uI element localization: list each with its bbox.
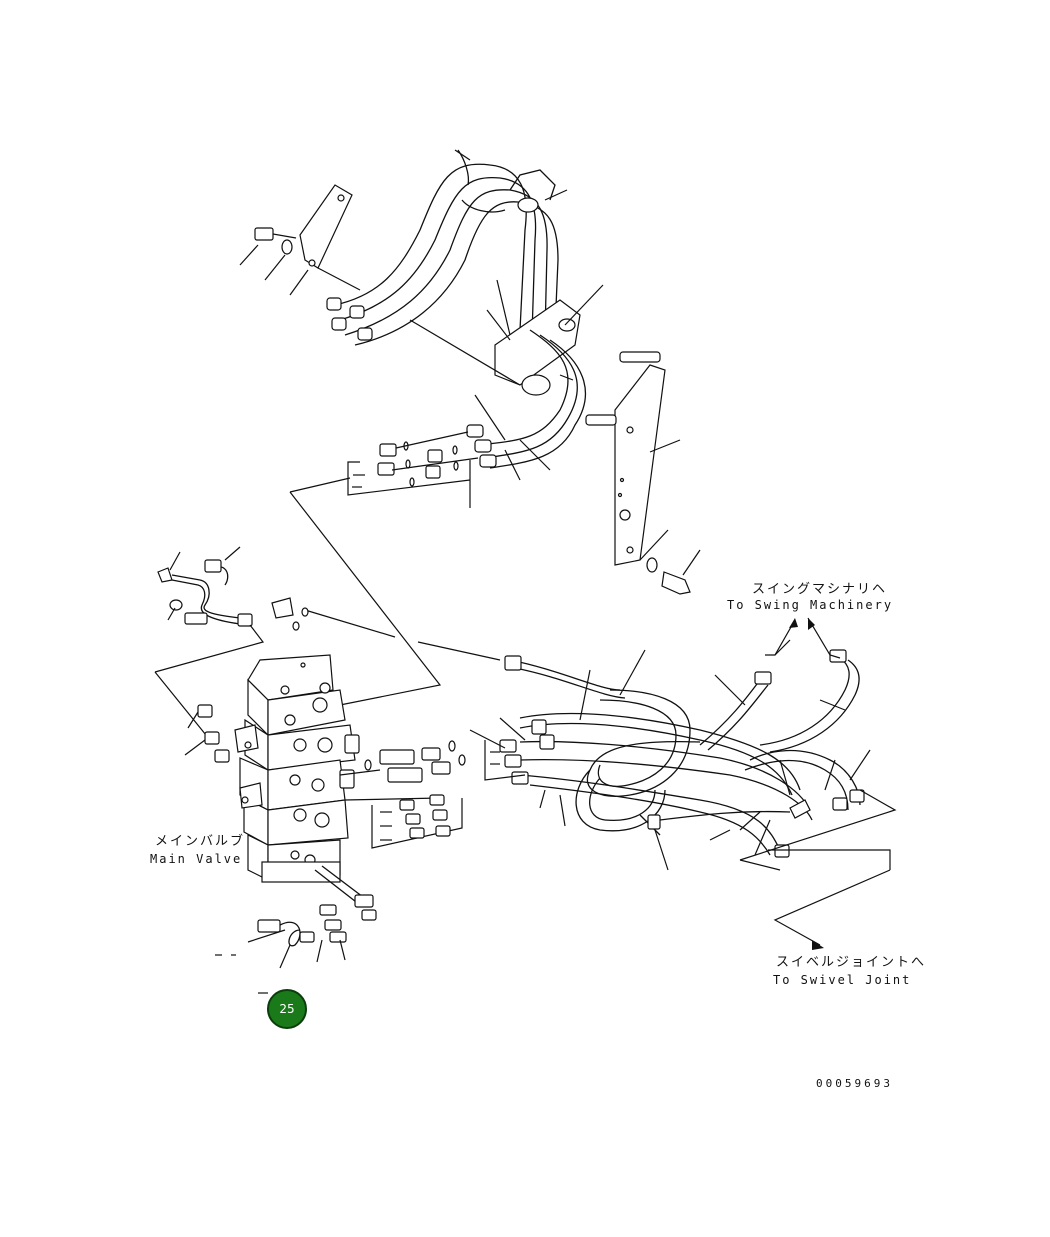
leader-lines [289,477,501,706]
main-valve-block [234,654,360,883]
top-left-bracket [239,184,361,296]
swing-machinery-label-jp: スイングマシナリヘ [752,582,888,597]
part-callout-number: 25 [279,1002,295,1016]
mid-fittings [347,394,551,508]
swivel-joint-label-en: To Swivel Joint [773,973,912,987]
valve-side-fittings [184,704,466,849]
central-bracket-plate [409,149,604,469]
right-vertical-bracket [585,351,701,595]
swivel-joint-label-jp: スイベルジョイントへ [776,955,927,970]
right-hose-assembly [499,649,865,858]
upper-hose-bundle [334,149,559,346]
main-valve-label-en: Main Valve [150,852,243,866]
lower-valve-fittings [215,865,377,994]
left-small-pipe [154,546,309,741]
swing-machinery-label-en: To Swing Machinery [727,598,894,612]
swivel-joint-arrow [773,869,891,950]
part-callout-25[interactable]: 25 [267,989,307,1029]
swing-machinery-arrows [765,617,841,659]
upper-hose-fittings [326,297,373,341]
drawing-number: 00059693 [816,1077,893,1090]
main-valve-label-jp: メインバルブ [155,834,246,849]
right-leader-lines [469,649,897,871]
